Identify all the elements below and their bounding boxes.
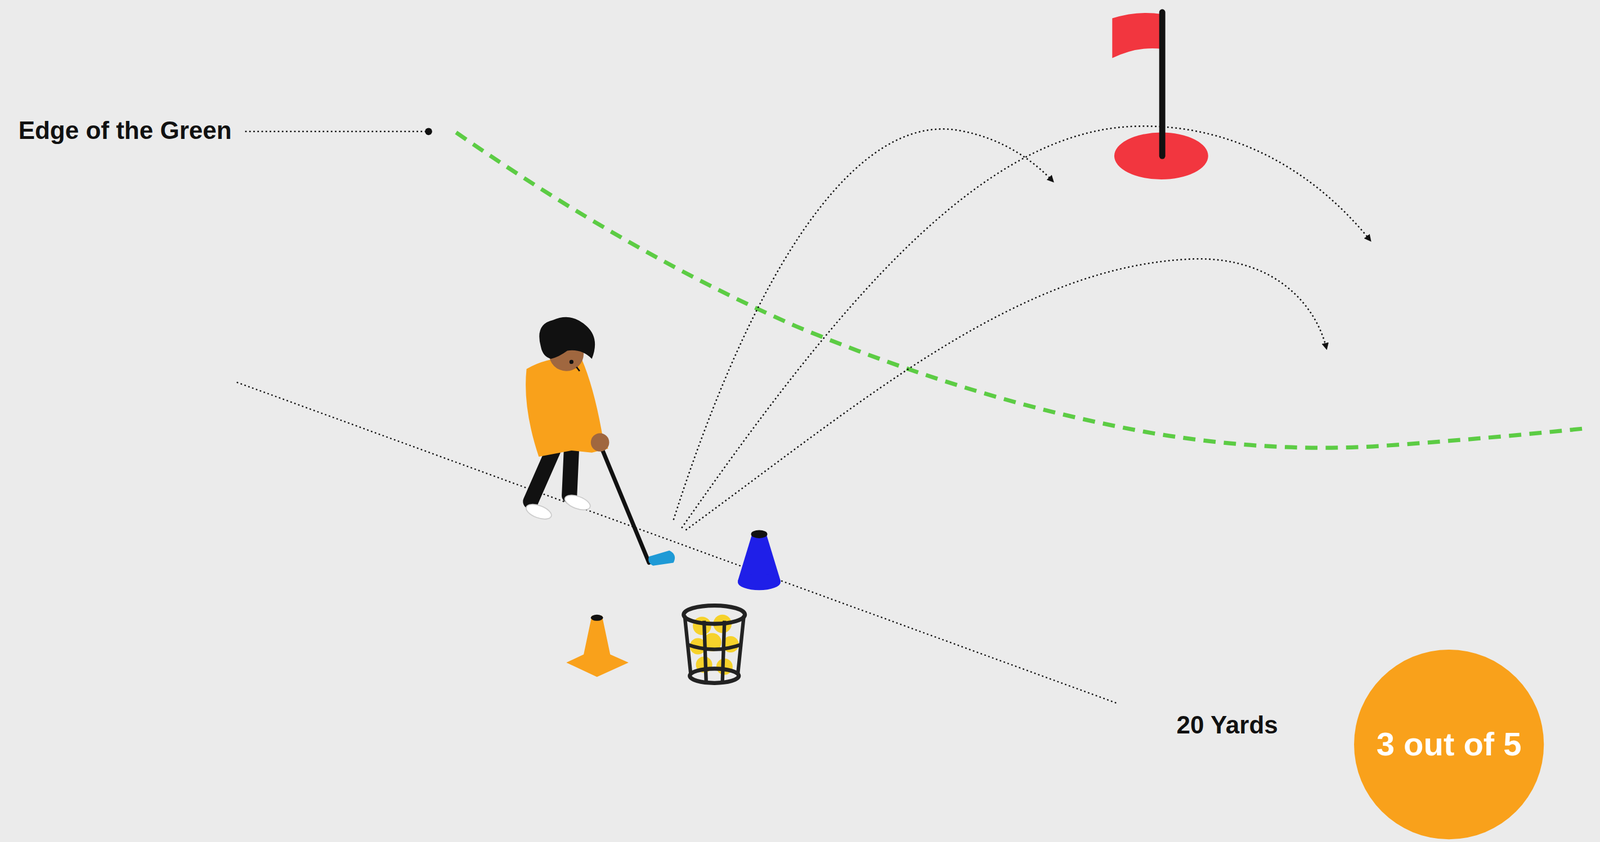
flag xyxy=(1112,12,1163,58)
leader-line xyxy=(245,131,427,133)
score-circle-fill xyxy=(1354,650,1544,840)
ball-basket xyxy=(683,606,746,684)
green-edge-line xyxy=(455,132,1588,449)
flag-pole xyxy=(1159,12,1166,157)
ball-trajectory xyxy=(673,128,1053,521)
ball-trajectory xyxy=(685,258,1327,531)
distance-line xyxy=(236,382,1118,705)
green-edge-label: Edge of the Green xyxy=(18,116,232,146)
distance-label: 20 Yards xyxy=(1176,711,1279,741)
blue-cone xyxy=(737,530,781,591)
orange-cone xyxy=(566,615,629,678)
golfer xyxy=(523,317,675,567)
leader-dot xyxy=(424,127,433,136)
score-circle: 3 out of 5 xyxy=(1354,650,1544,840)
score-text: 3 out of 5 xyxy=(1376,725,1522,764)
ball-trajectory xyxy=(681,126,1371,528)
